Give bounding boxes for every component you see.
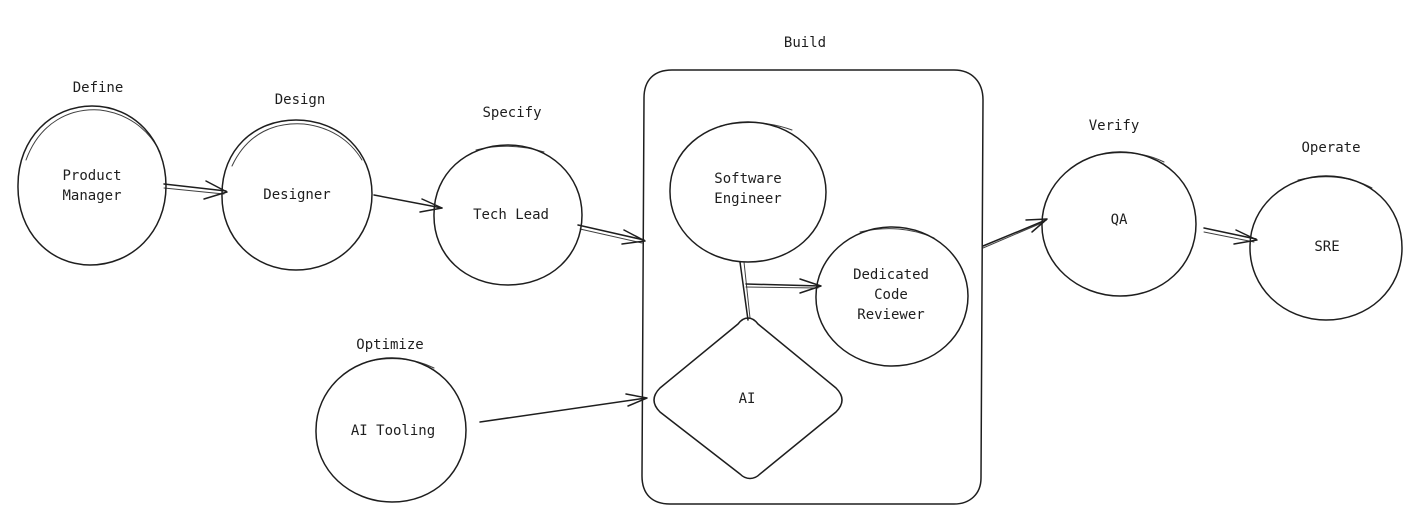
node-sre: SRE [1314,239,1340,255]
node-product-manager-line-2: Manager [62,188,122,204]
arrow-engineer-to-reviewer [745,278,822,294]
phase-define-label: Define [72,80,124,96]
node-designer: Designer [263,187,331,203]
qa-circle [1041,151,1197,297]
node-tech-lead: Tech Lead [473,207,549,223]
phase-optimize-label: Optimize [356,337,424,353]
phase-design-label: Design [274,92,326,108]
phase-operate-label: Operate [1301,140,1361,156]
node-dedicated-code-reviewer: Dedicated Code Reviewer [853,265,929,325]
phase-specify-label: Specify [482,105,542,121]
arrow-aitooling-to-build [479,393,648,423]
node-product-manager: Product Manager [62,166,121,206]
node-product-manager-line-1: Product [62,168,122,184]
node-ai-tooling: AI Tooling [350,423,436,439]
arrow-qa-to-sre [1203,227,1258,245]
node-software-engineer-line-1: Software [714,171,782,187]
node-ai: AI [738,391,756,407]
arrow-designer-to-techlead [373,194,443,213]
phase-verify-label: Verify [1088,118,1140,134]
node-software-engineer: Software Engineer [714,169,781,209]
line-engineer-to-ai [739,261,751,321]
node-dedicated-code-reviewer-line-2: Code [874,287,908,303]
build-container [641,69,984,505]
node-software-engineer-line-2: Engineer [714,191,782,207]
tech-lead-circle [433,144,583,286]
ai-diamond [653,317,843,480]
designer-circle [221,119,373,271]
sre-circle [1249,175,1403,321]
arrow-pm-to-designer [163,180,228,200]
node-dedicated-code-reviewer-line-1: Dedicated [853,267,929,283]
node-qa: QA [1110,212,1128,228]
ai-tooling-circle [315,357,467,503]
arrow-build-to-qa [982,218,1048,249]
dedicated-code-reviewer-circle [815,226,969,367]
arrow-techlead-to-build [577,224,646,245]
software-engineer-circle [669,121,827,263]
node-dedicated-code-reviewer-line-3: Reviewer [857,307,925,323]
product-manager-circle [17,105,167,266]
phase-build-label: Build [783,35,827,51]
